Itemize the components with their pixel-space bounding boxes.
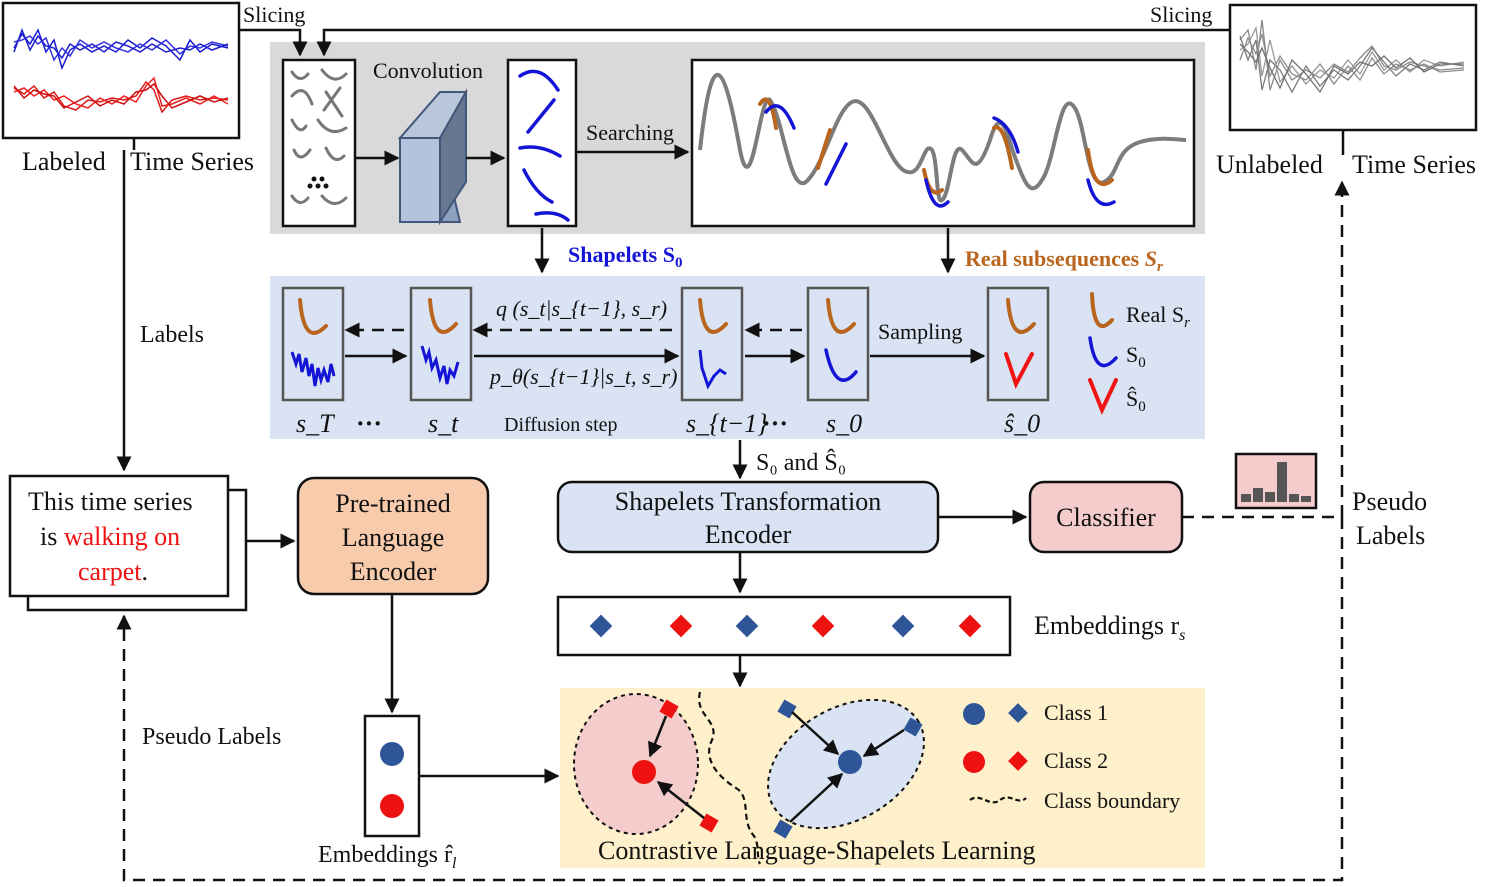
legend-s0hat: Ŝ0 [1088,378,1146,416]
searched-series-box [690,58,1196,228]
text-line-3: carpet. [78,557,148,586]
real-subsequences-label: Real subsequences Sr [965,246,1163,275]
convolution-block [397,88,468,226]
class1-cluster [767,698,925,839]
diffusion-step-label: Diffusion step [504,414,618,436]
candidate-subsequences-box [281,58,357,228]
s0-and-s0hat-label: S₀ and Ŝ₀ [756,449,846,476]
p-label: p_θ(s_{t−1}|s_t, s_r) [488,364,677,389]
state-label-s0: s_0 [826,409,862,438]
text-line-2: is walking on [40,522,180,551]
text-description-card: This time series is walking on carpet. [8,474,248,612]
embeddings-rl-label: Embeddings r̂l [318,842,457,872]
svg-text:Ŝ0: Ŝ0 [1126,386,1146,415]
text-line-1: This time series [28,487,193,516]
diffusion-state-st-1 [680,286,744,402]
unlabeled-time-series-label-part2: Time Series [1352,150,1476,179]
svg-text:Pre-trained: Pre-trained [335,489,451,518]
pseudo-label-loop-arrow [116,515,1344,882]
pseudo-labels-right-line2: Labels [1356,521,1425,550]
shapelets-transformation-encoder-box: Shapelets Transformation Encoder [556,480,940,554]
svg-text:Real Sr: Real Sr [1126,302,1190,331]
unlabeled-time-series-label-part1: Unlabeled [1216,150,1323,179]
state-label-sT: s_T [296,409,335,438]
labeled-time-series-label-part1: Labeled [22,147,106,176]
probability-histogram-icon [1234,452,1318,510]
legend-real: Real Sr [1090,292,1190,331]
ellipsis-2: ··· [762,409,788,438]
state-label-st: s_t [428,409,459,438]
slicing-label-right: Slicing [1150,2,1212,27]
classifier-box: Classifier [1028,480,1184,554]
shapelets-label: Shapelets S0 [568,242,682,271]
diffusion-state-s0hat [986,286,1050,402]
contrastive-title: Contrastive Language-Shapelets Learning [598,836,1036,865]
svg-text:S0: S0 [1126,342,1146,371]
legend-class1: Class 1 [963,700,1108,725]
language-encoder-box: Pre-trained Language Encoder [296,476,490,596]
sampling-label: Sampling [878,319,962,344]
class-boundary-curve [698,691,762,865]
legend-s0: S0 [1088,336,1146,371]
embeddings-rs-label: Embeddings rs [1034,611,1185,644]
labels-label: Labels [140,322,204,348]
diffusion-state-st [409,286,473,402]
learned-shapelets-box [506,58,578,228]
slicing-arrow-left [239,28,308,57]
svg-text:Encoder: Encoder [350,557,437,586]
convolution-label: Convolution [373,58,483,83]
state-label-s0hat: ŝ_0 [1004,409,1040,438]
svg-text:Class 2: Class 2 [1044,748,1108,773]
pseudo-labels-right-line1: Pseudo [1352,487,1427,516]
legend-class-boundary: Class boundary [969,788,1180,813]
slicing-label-left: Slicing [243,2,305,27]
slicing-arrow-right [316,28,1230,57]
searching-label: Searching [586,120,674,145]
class2-cluster [573,693,719,835]
svg-text:Shapelets Transformation: Shapelets Transformation [615,487,882,516]
labeled-time-series-label-part2: Time Series [130,147,254,176]
diffusion-state-sT [281,286,345,402]
svg-text:Class boundary: Class boundary [1044,788,1180,813]
svg-text:Classifier: Classifier [1056,503,1156,532]
state-label-st-1: s_{t−1} [686,409,768,438]
svg-text:Class 1: Class 1 [1044,700,1108,725]
svg-text:Encoder: Encoder [705,520,792,549]
shapelet-embeddings-box [556,595,1012,657]
ellipsis-1: ··· [356,409,382,438]
language-embeddings-box [363,714,421,838]
pseudo-labels-left: Pseudo Labels [142,724,281,750]
svg-text:Language: Language [342,523,445,552]
unlabeled-time-series-plot [1228,3,1478,132]
diffusion-state-s0 [806,286,870,402]
q-label: q (s_t|s_{t−1}, s_r) [496,296,667,321]
legend-class2: Class 2 [963,748,1108,773]
labeled-time-series-plot [1,1,241,140]
